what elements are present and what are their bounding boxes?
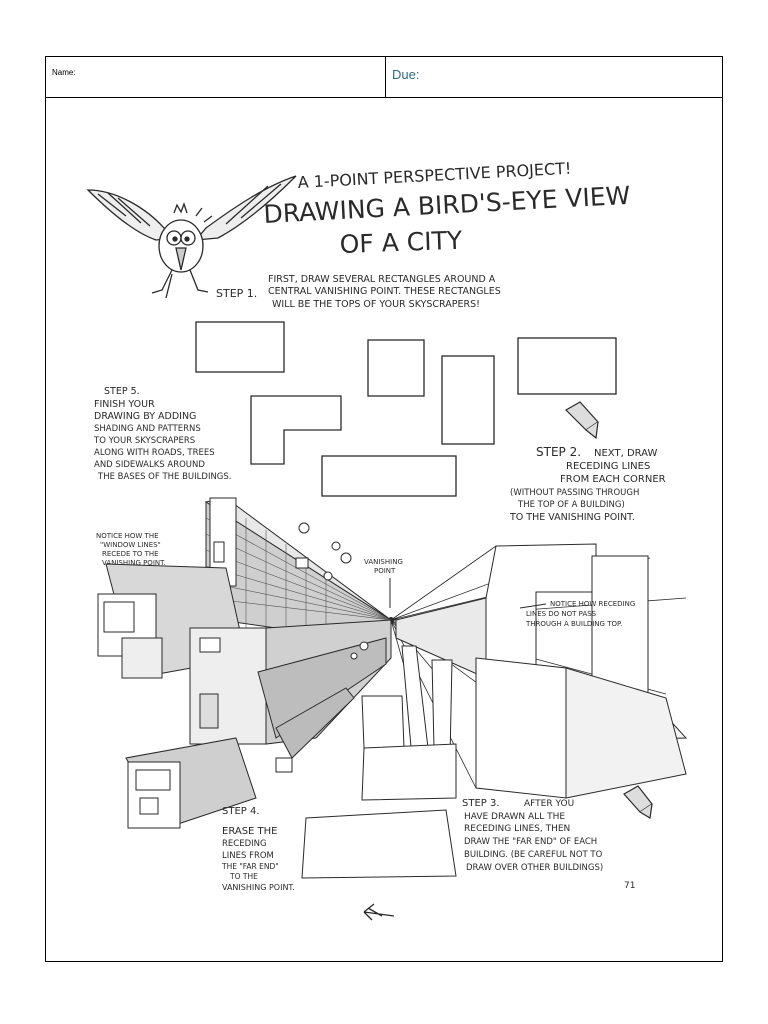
window-note-line2: "WINDOW LINES": [100, 541, 161, 549]
step5-line2: DRAWING BY ADDING: [94, 411, 196, 422]
step2-line5: THE TOP OF A BUILDING): [517, 500, 625, 510]
step5-line3: SHADING AND PATTERNS: [94, 424, 201, 434]
step4-line6: VANISHING POINT.: [222, 883, 295, 892]
step2-line2: RECEDING LINES: [566, 461, 650, 472]
step5-prefix: STEP 5.: [104, 386, 140, 397]
due-label: Due:: [392, 67, 420, 82]
receding-lines-drawing: [301, 543, 688, 879]
arrow-icon: [363, 903, 395, 921]
step3-line4: DRAW THE "FAR END" OF EACH: [464, 837, 597, 847]
name-cell[interactable]: Name:: [46, 57, 386, 97]
step1-rectangles: [195, 321, 617, 497]
name-label: Name:: [52, 68, 76, 77]
step1-line2: CENTRAL VANISHING POINT. THESE RECTANGLE…: [268, 286, 501, 297]
window-note-line3: RECEDE TO THE: [102, 550, 159, 558]
worksheet-frame: Name: Due: A 1-POINT PERSPECTIVE PROJECT…: [45, 56, 723, 962]
step1-line1: FIRST, DRAW SEVERAL RECTANGLES AROUND A: [268, 274, 496, 285]
step4-line3: LINES FROM: [222, 851, 274, 861]
pencil-icon: [623, 785, 653, 819]
receding-note-line3: THROUGH A BUILDING TOP.: [525, 620, 622, 628]
receding-note-line2: LINES DO NOT PASS: [526, 610, 597, 618]
step2-text: STEP 2. NEXT, DRAW RECEDING LINES FROM E…: [509, 445, 666, 523]
step3-line6: DRAW OVER OTHER BUILDINGS): [466, 863, 603, 873]
step4-line4: THE "FAR END": [221, 862, 279, 871]
due-cell[interactable]: Due:: [386, 57, 722, 97]
vp-label-line2: POINT: [374, 567, 396, 575]
title-line3: OF A CITY: [339, 226, 463, 259]
header-row: Name: Due:: [46, 57, 722, 98]
step4-line1: ERASE THE: [222, 826, 278, 837]
step5-line7: THE BASES OF THE BUILDINGS.: [97, 472, 232, 482]
window-note-line4: VANISHING POINT.: [102, 559, 166, 567]
worksheet-illustration: A 1-POINT PERSPECTIVE PROJECT! DRAWING A…: [86, 159, 688, 921]
pencil-icon: [565, 401, 599, 440]
step3-line2: HAVE DRAWN ALL THE: [464, 812, 565, 822]
finished-city-drawing: [97, 497, 393, 829]
step1-text: STEP 1. FIRST, DRAW SEVERAL RECTANGLES A…: [216, 274, 501, 310]
step2-line4: (WITHOUT PASSING THROUGH: [510, 488, 639, 498]
step1-prefix: STEP 1.: [216, 287, 257, 300]
window-note-line1: NOTICE HOW THE: [96, 532, 159, 540]
step4-line5: TO THE: [229, 872, 258, 881]
step5-text: STEP 5. FINISH YOUR DRAWING BY ADDING SH…: [93, 386, 232, 482]
step3-text: STEP 3. AFTER YOU HAVE DRAWN ALL THE REC…: [462, 798, 603, 873]
step5-line1: FINISH YOUR: [94, 399, 155, 410]
step4-text: STEP 4. ERASE THE RECEDING LINES FROM TH…: [221, 806, 295, 892]
step2-line3: FROM EACH CORNER: [560, 474, 666, 485]
receding-lines-note: NOTICE HOW RECEDING LINES DO NOT PASS TH…: [519, 600, 635, 628]
step4-line2: RECEDING: [222, 839, 267, 849]
step2-line6: TO THE VANISHING POINT.: [509, 512, 635, 523]
step4-prefix: STEP 4.: [222, 806, 260, 817]
vp-label-line1: VANISHING: [364, 558, 403, 566]
receding-note-line1: NOTICE HOW RECEDING: [550, 600, 635, 608]
bird-illustration: [86, 175, 297, 299]
step3-prefix: STEP 3.: [462, 798, 500, 809]
step1-line3: WILL BE THE TOPS OF YOUR SKYSCRAPERS!: [272, 299, 480, 310]
step5-line6: AND SIDEWALKS AROUND: [94, 460, 205, 470]
step3-line3: RECEDING LINES, THEN: [464, 824, 570, 834]
step3-line5: BUILDING. (BE CAREFUL NOT TO: [464, 850, 603, 860]
step5-line5: ALONG WITH ROADS, TREES: [94, 448, 215, 458]
step3-line1: AFTER YOU: [524, 799, 574, 809]
step5-line4: TO YOUR SKYSCRAPERS: [93, 436, 195, 446]
page-number: 71: [624, 881, 635, 891]
window-lines-note: NOTICE HOW THE "WINDOW LINES" RECEDE TO …: [96, 532, 166, 567]
step2-line1: NEXT, DRAW: [594, 448, 657, 459]
step2-prefix: STEP 2.: [536, 445, 581, 459]
